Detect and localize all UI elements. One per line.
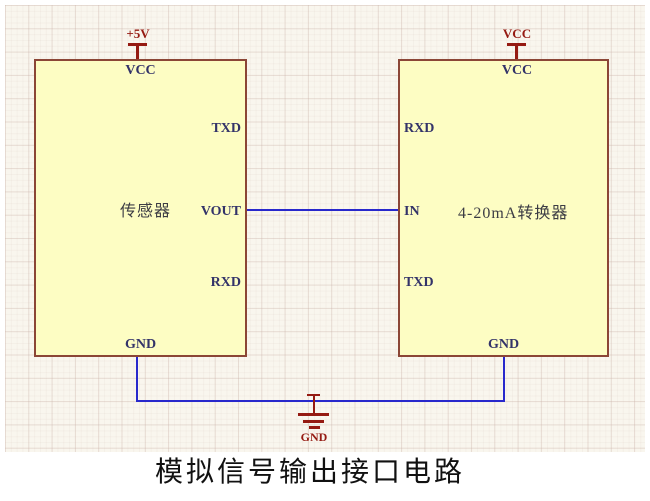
ground-stem: [313, 394, 315, 415]
power-rail-sensor-label: +5V: [126, 26, 150, 41]
ground-bar-2: [303, 420, 324, 423]
sensor-pin-gnd: GND: [124, 337, 157, 352]
sensor-pin-txd: TXD: [211, 121, 241, 136]
sensor-pin-vcc: VCC: [125, 63, 156, 78]
converter-block: VCC RXD IN TXD GND 4-20mA转换器: [398, 59, 609, 357]
ground-net-label: GND: [300, 430, 328, 444]
figure-caption: 模拟信号输出接口电路: [154, 457, 465, 488]
ground-bar-3: [309, 426, 320, 429]
sensor-block: VCC TXD VOUT RXD GND 传感器: [34, 59, 247, 357]
converter-pin-vcc: VCC: [501, 63, 533, 78]
converter-pin-gnd: GND: [487, 337, 520, 352]
sensor-name: 传感器: [120, 203, 172, 220]
power-bar-icon: [507, 43, 526, 46]
converter-pin-rxd: RXD: [404, 121, 435, 136]
wire-vout-to-in: [247, 209, 398, 211]
ground-bar-1: [298, 413, 329, 416]
power-rail-converter-label: VCC: [502, 26, 532, 41]
power-stem: [136, 45, 139, 59]
sensor-pin-vout: VOUT: [200, 204, 241, 219]
converter-name: 4-20mA转换器: [458, 205, 569, 222]
caption-area: 模拟信号输出接口电路: [0, 452, 620, 501]
wire-converter-gnd-stub: [503, 357, 505, 402]
converter-pin-txd: TXD: [404, 275, 434, 290]
power-bar-icon: [128, 43, 147, 46]
power-stem: [515, 45, 518, 59]
wire-sensor-gnd-stub: [136, 357, 138, 402]
sensor-pin-rxd: RXD: [210, 275, 241, 290]
wire-ground-bus: [136, 400, 505, 402]
converter-pin-in: IN: [404, 204, 420, 219]
